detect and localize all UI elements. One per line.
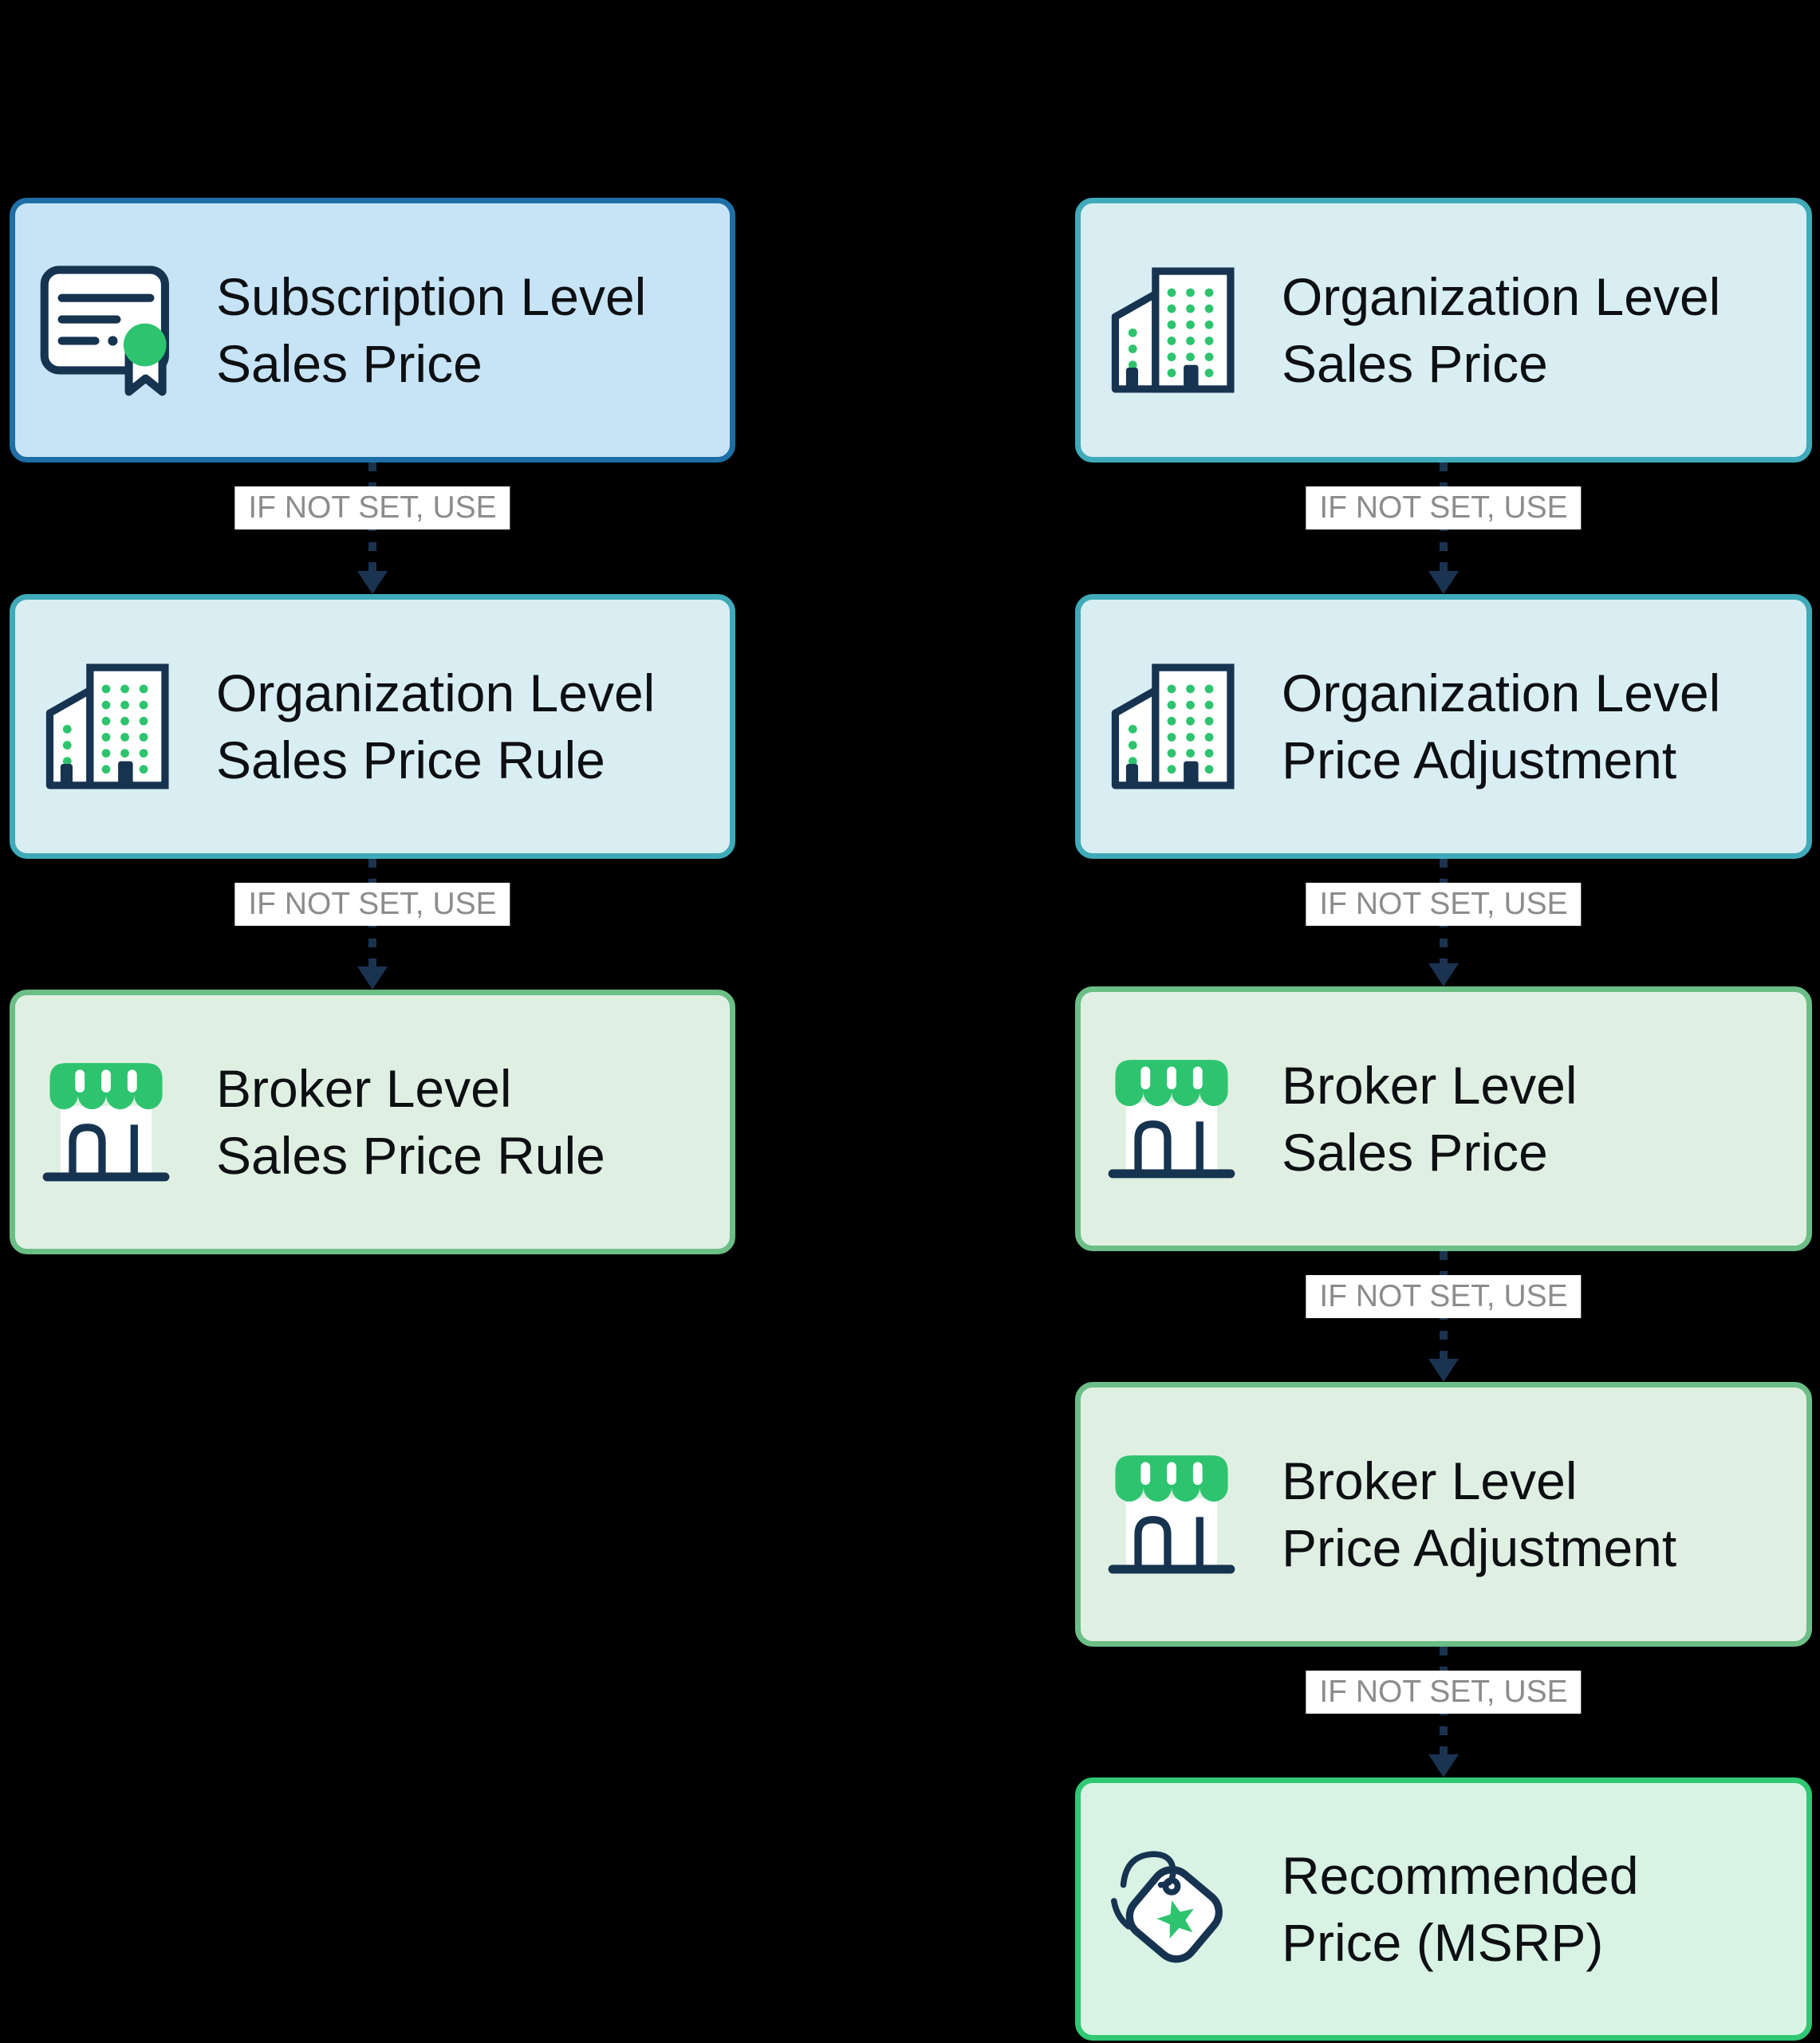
connector-label: IF NOT SET, USE [1306, 486, 1582, 529]
buildings-icon [39, 659, 173, 793]
node-label: Broker Level Sales Price Rule [216, 1059, 605, 1185]
node-organization-level-sales-price-rule: Organization Level Sales Price Rule [10, 594, 735, 859]
connector-label: IF NOT SET, USE [1306, 1671, 1582, 1714]
connector: IF NOT SET, USE [1268, 1647, 1619, 1777]
storefront-icon [39, 1055, 173, 1189]
node-broker-level-price-adjustment: Broker Level Price Adjustment [1075, 1382, 1812, 1647]
buildings-icon [1105, 659, 1239, 793]
connector-label: IF NOT SET, USE [1306, 1275, 1582, 1318]
node-label: Broker Level Price Adjustment [1282, 1451, 1677, 1577]
arrow-down-icon [1428, 963, 1459, 986]
connector: IF NOT SET, USE [197, 463, 548, 594]
node-organization-level-price-adjustment: Organization Level Price Adjustment [1075, 594, 1812, 859]
node-label: Organization Level Sales Price Rule [216, 663, 656, 789]
buildings-icon [1105, 263, 1239, 397]
connector: IF NOT SET, USE [1268, 1251, 1619, 1382]
storefront-icon [1105, 1447, 1239, 1581]
connector-label: IF NOT SET, USE [1306, 883, 1582, 926]
node-broker-level-sales-price-rule: Broker Level Sales Price Rule [10, 990, 735, 1254]
certificate-icon [39, 263, 173, 397]
node-recommended-price-msrp: Recommended Price (MSRP) [1075, 1777, 1812, 2041]
connector-label: IF NOT SET, USE [234, 883, 510, 926]
node-label: Broker Level Sales Price [1282, 1056, 1578, 1182]
connector: IF NOT SET, USE [1268, 463, 1619, 594]
arrow-down-icon [357, 966, 388, 990]
arrow-down-icon [1428, 1754, 1459, 1777]
node-broker-level-sales-price: Broker Level Sales Price [1075, 986, 1812, 1251]
node-label: Recommended Price (MSRP) [1282, 1846, 1639, 1972]
connector: IF NOT SET, USE [197, 859, 548, 990]
connector-label: IF NOT SET, USE [234, 486, 510, 529]
storefront-icon [1105, 1052, 1239, 1186]
price-tag-icon [1105, 1842, 1239, 1976]
arrow-down-icon [357, 571, 388, 594]
arrow-down-icon [1428, 571, 1459, 594]
node-organization-level-sales-price: Organization Level Sales Price [1075, 198, 1812, 463]
connector: IF NOT SET, USE [1268, 859, 1619, 986]
node-label: Organization Level Price Adjustment [1282, 663, 1721, 789]
node-subscription-level-sales-price: Subscription Level Sales Price [10, 198, 735, 463]
node-label: Organization Level Sales Price [1282, 267, 1721, 393]
node-label: Subscription Level Sales Price [216, 267, 647, 393]
arrow-down-icon [1428, 1359, 1459, 1382]
